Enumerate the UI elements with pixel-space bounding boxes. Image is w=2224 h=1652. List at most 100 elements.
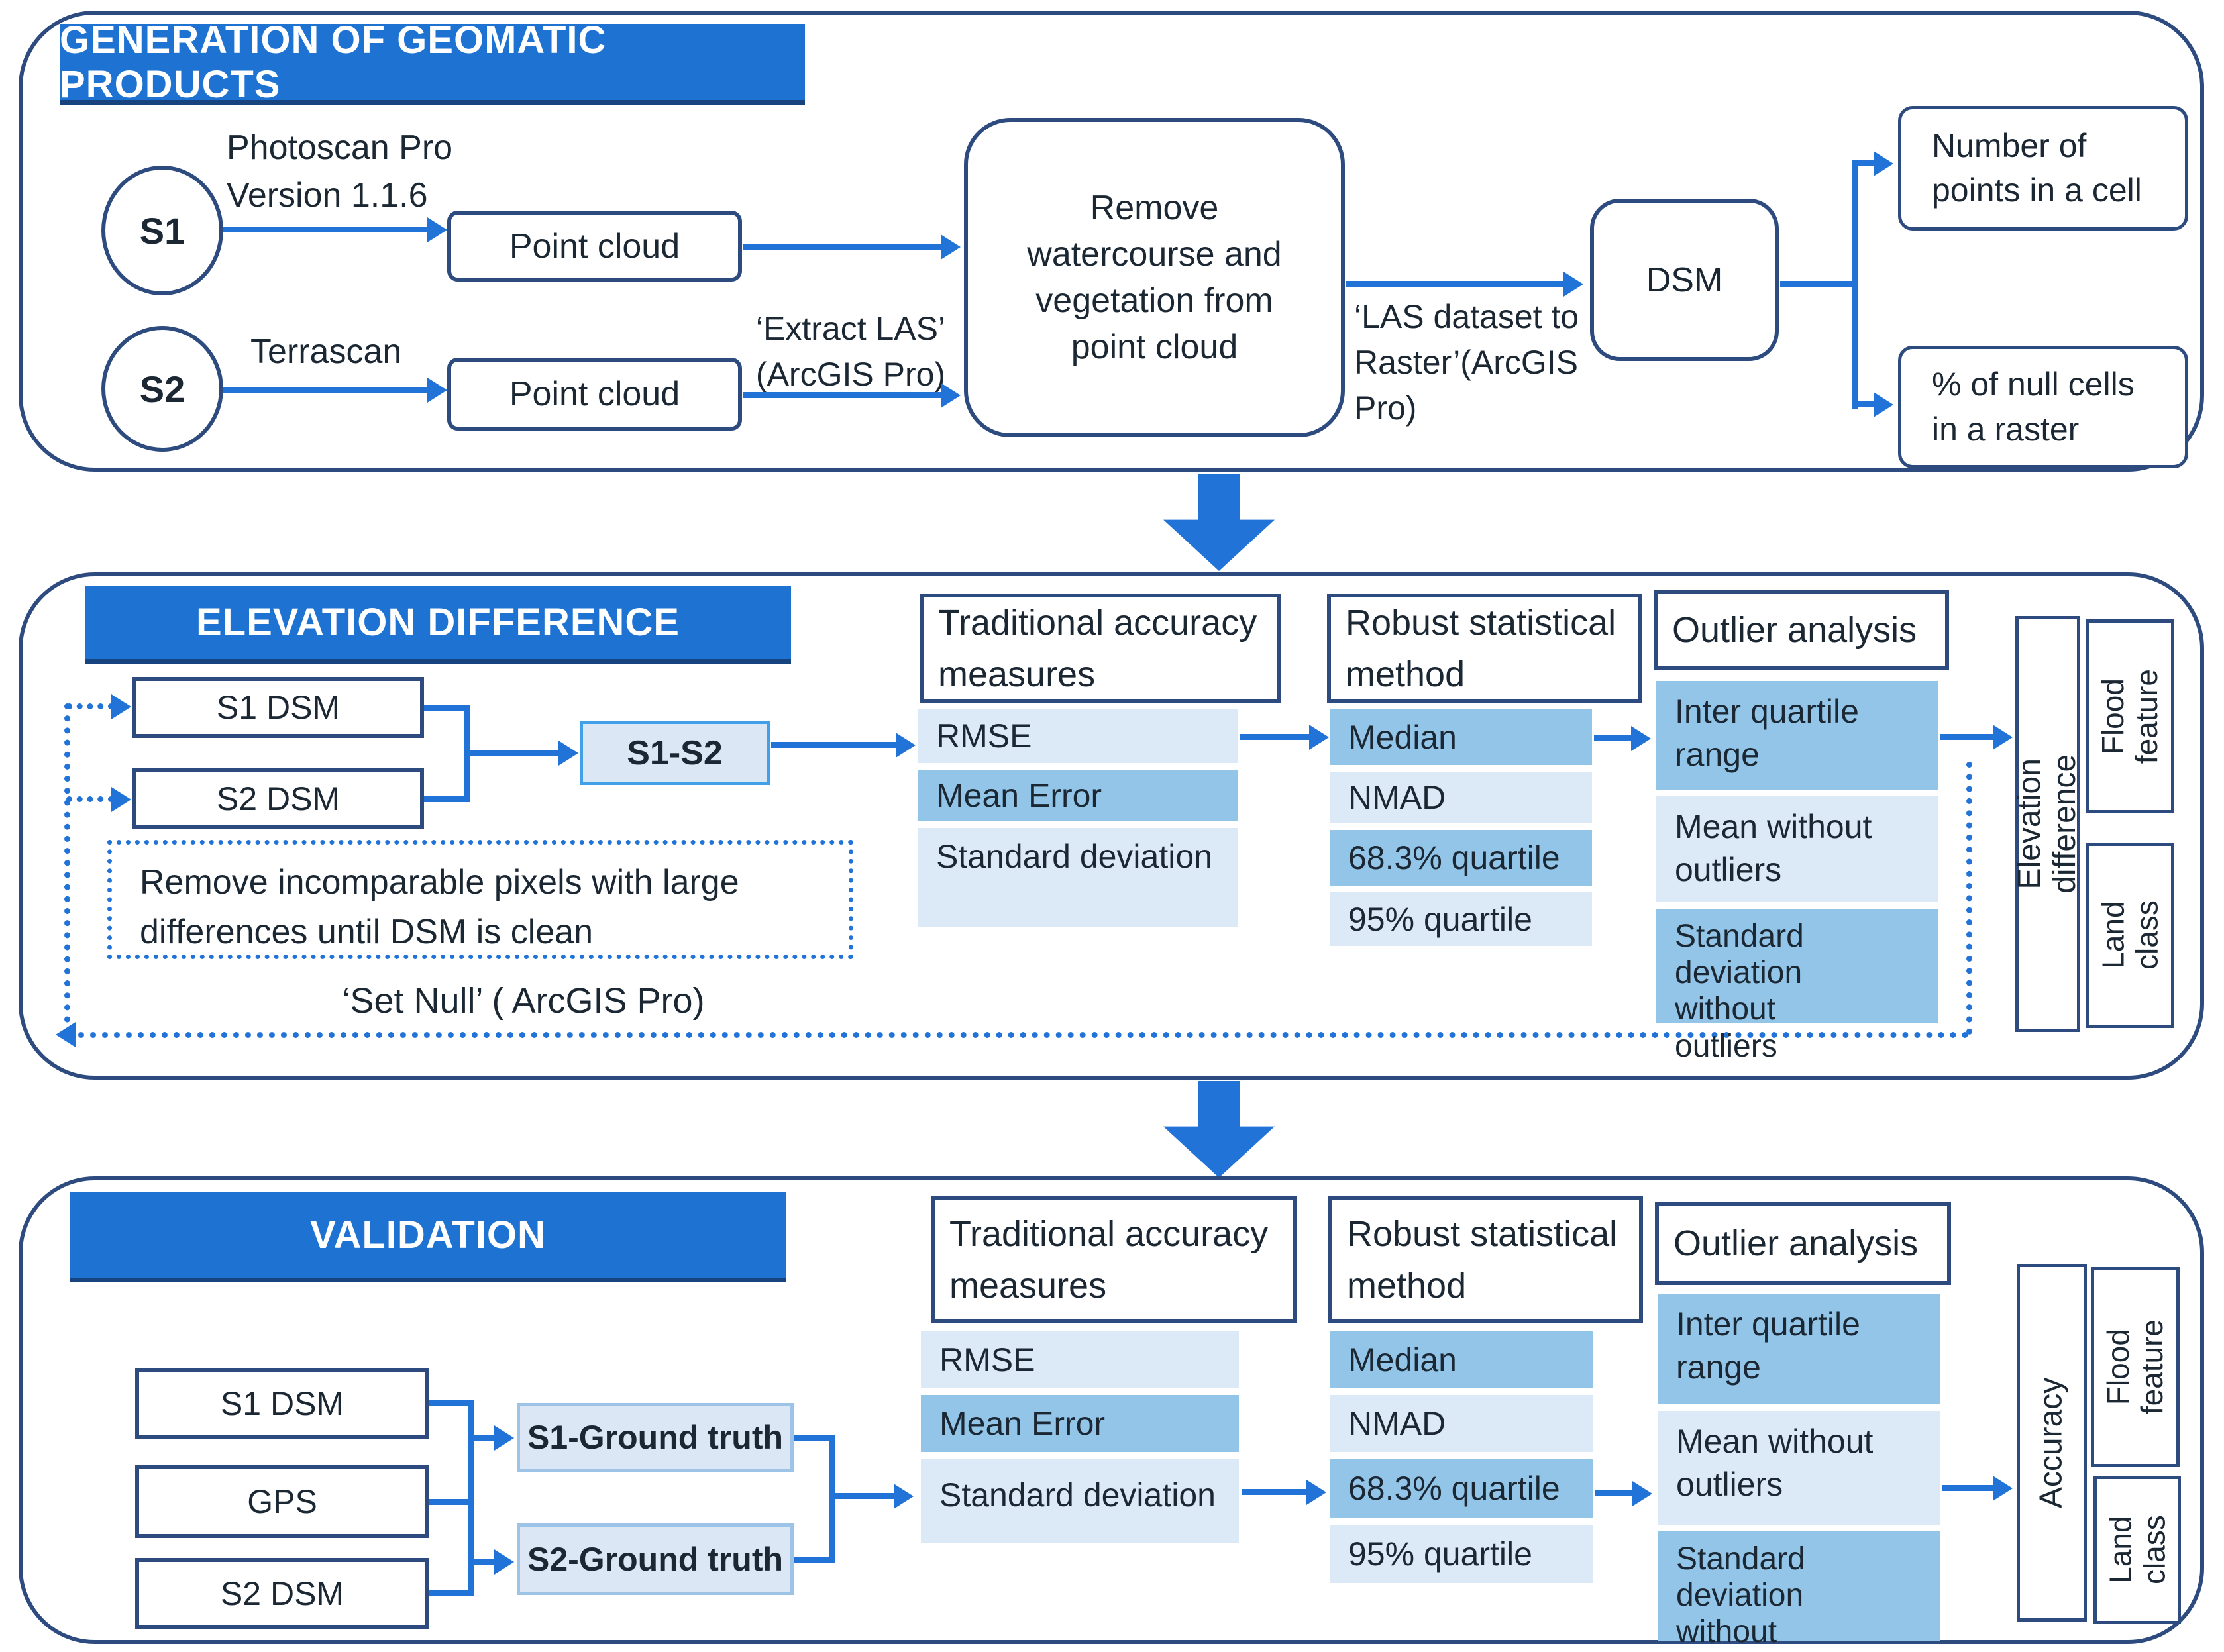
- elev-mean-error-row: Mean Error: [918, 770, 1238, 821]
- section-validation-header: VALIDATION: [70, 1192, 786, 1282]
- val-s2-dsm-box: S2 DSM: [135, 1558, 429, 1629]
- flow-arrow-pc1-remove: [743, 244, 943, 250]
- val-flood-label: Flood feature: [2101, 1319, 2170, 1415]
- elev-std-row: Standard deviation: [918, 828, 1238, 927]
- las-to-raster-text: ‘LAS dataset to Raster’(ArcGIS Pro): [1354, 298, 1579, 427]
- flow-arrow-diff-col1: [771, 742, 898, 748]
- val-mean-error-row: Mean Error: [921, 1395, 1239, 1452]
- flow-arrowhead: [1563, 272, 1583, 297]
- flow-arrow-s2-pointcloud: [223, 387, 430, 393]
- flow-arrowhead: [427, 217, 447, 242]
- elev-col3-titlebox: Outlier analysis: [1654, 590, 1949, 670]
- val-rbracket-stub1: [794, 1435, 835, 1441]
- elev-col1-titlebox: Traditional accuracy measures: [920, 594, 1281, 703]
- feedback-arrowhead: [111, 694, 131, 719]
- flow-arrowhead: [1631, 726, 1651, 751]
- val-bracket-stub3: [429, 1590, 473, 1596]
- null-cells-label: % of null cells in a raster: [1932, 366, 2135, 448]
- elev-q95-label: 95% quartile: [1348, 900, 1532, 938]
- flow-arrowhead: [941, 383, 961, 408]
- val-bracket-stub1: [429, 1400, 473, 1406]
- flow-arrow-remove-dsm: [1346, 281, 1566, 287]
- s1-tool-line1: Photoscan Pro: [227, 129, 453, 167]
- flow-arrowhead: [427, 378, 447, 403]
- flow-arrowhead: [1309, 725, 1329, 750]
- val-mean-error-label: Mean Error: [939, 1405, 1106, 1442]
- section-generation-title: GENERATION OF GEOMATIC PRODUCTS: [60, 18, 607, 106]
- s1-minus-s2-label: S1-S2: [627, 733, 723, 772]
- val-q95-label: 95% quartile: [1348, 1535, 1532, 1573]
- flow-arrowhead: [896, 733, 916, 758]
- s2-node: S2: [101, 326, 223, 452]
- flow-arrowhead: [558, 741, 578, 766]
- flow-arrowhead: [1993, 725, 2013, 750]
- elev-rmse-row: RMSE: [918, 709, 1238, 763]
- flow-arrowhead: [494, 1425, 514, 1451]
- val-s2-dsm-label: S2 DSM: [220, 1575, 344, 1612]
- val-iqr-label: Inter quartile range: [1676, 1306, 1860, 1386]
- val-col2-title: Robust statistical method: [1347, 1213, 1618, 1306]
- feedback-dotted-right-line: [1966, 762, 1972, 1035]
- elev-q95-row: 95% quartile: [1330, 892, 1592, 946]
- null-cells-box: % of null cells in a raster: [1898, 346, 2188, 468]
- elev-s1-dsm-box: S1 DSM: [132, 677, 424, 738]
- elev-mean-error-label: Mean Error: [936, 777, 1102, 814]
- val-std-label: Standard deviation: [939, 1476, 1216, 1514]
- flow-arrow-col3-output: [1940, 734, 1995, 740]
- flow-arrow-gt1: [468, 1435, 496, 1441]
- val-nmad-row: NMAD: [1330, 1395, 1593, 1452]
- flow-arrowhead: [941, 234, 961, 260]
- elev-s2-dsm-box: S2 DSM: [132, 768, 424, 829]
- flow-arrow-gt2: [468, 1559, 496, 1565]
- val-iqr-row: Inter quartile range: [1658, 1294, 1940, 1404]
- feedback-dotted-arrow-s2: [66, 796, 114, 802]
- val-col1-title: Traditional accuracy measures: [949, 1213, 1269, 1306]
- val-bracket-vline: [468, 1400, 474, 1596]
- bracket-stub-s2: [424, 796, 469, 802]
- elev-iqr-label: Inter quartile range: [1675, 693, 1859, 773]
- section-elevation-title: ELEVATION DIFFERENCE: [196, 601, 680, 644]
- flow-arrow-bracket-diff: [464, 750, 560, 756]
- flow-arrow-valcol1-col2: [1242, 1489, 1310, 1495]
- val-output-box: Accuracy: [2017, 1264, 2087, 1622]
- elev-output-label: Elevation difference: [2012, 754, 2082, 894]
- elev-output-box: Elevation difference: [2012, 616, 2082, 1032]
- elev-stdwo-row: Standard deviation without outliers: [1656, 909, 1938, 1064]
- val-meanwo-label: Mean without outliers: [1676, 1423, 1874, 1503]
- val-q95-row: 95% quartile: [1330, 1525, 1593, 1583]
- flow-arrow-gt-col1: [829, 1493, 896, 1499]
- flow-arrowhead: [1632, 1481, 1652, 1506]
- val-median-row: Median: [1330, 1331, 1593, 1388]
- s2-label: S2: [139, 368, 185, 410]
- set-null-text: ‘Set Null’ ( ArcGIS Pro): [342, 981, 705, 1021]
- extract-las-line2: (ArcGIS Pro): [755, 356, 946, 393]
- bracket-stub-s1: [424, 705, 469, 711]
- flow-arrow-valcol2-col3: [1595, 1490, 1635, 1496]
- flow-arrow-col1-col2: [1240, 734, 1312, 740]
- dsm-label: DSM: [1646, 260, 1723, 299]
- val-col2-titlebox: Robust statistical method: [1328, 1196, 1643, 1323]
- remove-vegetation-box: Remove watercourse and vegetation from p…: [964, 118, 1345, 437]
- section-elevation-header: ELEVATION DIFFERENCE: [85, 586, 791, 664]
- remove-pixels-notebox: Remove incomparable pixels with large di…: [107, 840, 853, 959]
- val-output-label: Accuracy: [2033, 1377, 2069, 1508]
- elev-q68-row: 68.3% quartile: [1330, 830, 1592, 886]
- val-rmse-label: RMSE: [939, 1341, 1035, 1378]
- elev-std-label: Standard deviation: [936, 838, 1212, 875]
- val-stdwo-row: Standard deviation without outliers: [1658, 1531, 1940, 1652]
- branch-top-stub: [1852, 160, 1875, 166]
- val-s1-dsm-box: S1 DSM: [135, 1368, 429, 1439]
- val-col1-titlebox: Traditional accuracy measures: [931, 1196, 1297, 1323]
- s1-tool-label: Photoscan Pro Version 1.1.6: [227, 125, 452, 220]
- remove-pixels-note: Remove incomparable pixels with large di…: [140, 863, 739, 952]
- s1-ground-truth-label: S1-Ground truth: [527, 1419, 784, 1456]
- extract-las-label: ‘Extract LAS’ (ArcGIS Pro): [747, 306, 954, 397]
- point-cloud-2-box: Point cloud: [447, 358, 742, 431]
- elev-q68-label: 68.3% quartile: [1348, 839, 1560, 876]
- section-down-arrow-2: [1163, 1081, 1275, 1178]
- s1-tool-line2: Version 1.1.6: [227, 176, 428, 215]
- s1-label: S1: [139, 209, 185, 252]
- val-nmad-label: NMAD: [1348, 1405, 1446, 1442]
- val-stdwo-label: Standard deviation without outliers: [1676, 1541, 1805, 1652]
